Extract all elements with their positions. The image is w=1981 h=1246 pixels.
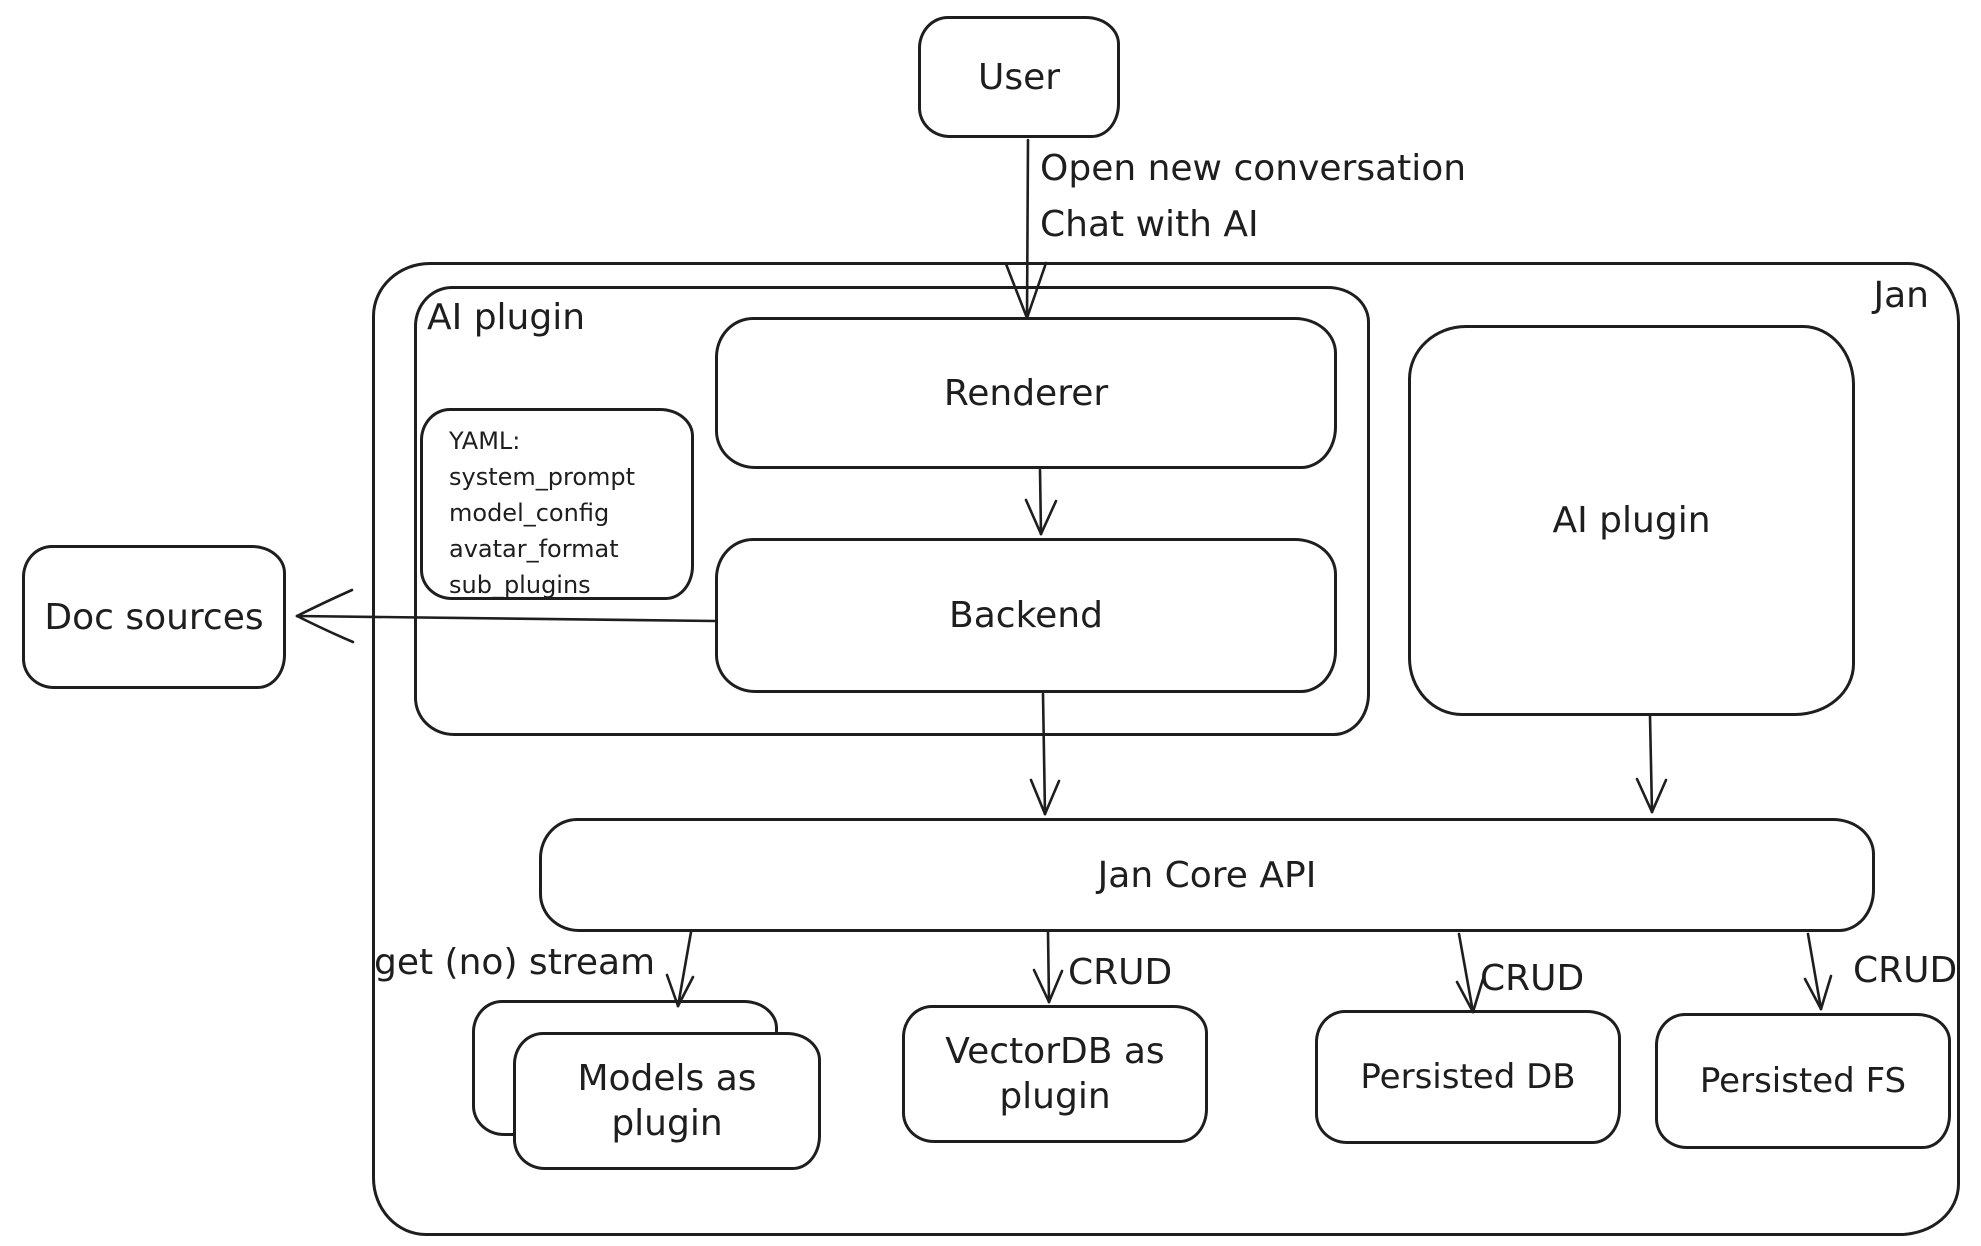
jan-container-label: Jan: [1873, 275, 1930, 316]
jan-container: Jan: [372, 262, 1960, 1236]
renderer-node-label: Renderer: [943, 372, 1109, 414]
get-no-stream-label: get (no) stream: [374, 942, 656, 983]
crud-persisted-db-label: CRUD: [1480, 958, 1585, 999]
models-plugin-node: Models as plugin: [513, 1032, 821, 1170]
crud-vectordb-label: CRUD: [1068, 952, 1173, 993]
backend-node-label: Backend: [949, 595, 1103, 636]
yaml-note: YAML: system_prompt model_config avatar_…: [420, 408, 694, 600]
doc-sources-node-label: Doc sources: [44, 596, 264, 638]
vectordb-plugin-node-label: VectorDB as plugin: [945, 1031, 1165, 1117]
persisted-db-node: Persisted DB: [1315, 1010, 1621, 1144]
yaml-note-line: sub_plugins: [449, 571, 591, 599]
yaml-note-line: YAML:: [449, 427, 521, 455]
jan-core-api-node-label: Jan Core API: [1097, 854, 1317, 896]
user-arrow-label-line1: Open new conversation: [1040, 148, 1467, 189]
crud-persisted-fs-label: CRUD: [1853, 950, 1958, 991]
vectordb-plugin-node: VectorDB as plugin: [902, 1005, 1208, 1143]
user-node: User: [918, 16, 1120, 138]
ai-plugin-node: AI plugin: [1408, 325, 1855, 716]
yaml-note-line: avatar_format: [449, 535, 619, 563]
yaml-note-line: system_prompt: [449, 463, 636, 491]
doc-sources-node: Doc sources: [22, 545, 286, 689]
persisted-fs-node: Persisted FS: [1655, 1013, 1951, 1149]
models-plugin-node-label: Models as plugin: [577, 1058, 757, 1144]
persisted-fs-node-label: Persisted FS: [1699, 1060, 1907, 1101]
ai-plugin-container-label: AI plugin: [427, 297, 586, 338]
persisted-db-node-label: Persisted DB: [1360, 1056, 1576, 1097]
user-node-label: User: [977, 56, 1061, 98]
renderer-node: Renderer: [715, 317, 1337, 469]
ai-plugin-node-label: AI plugin: [1552, 500, 1711, 541]
backend-node: Backend: [715, 538, 1337, 693]
user-arrow-label-line2: Chat with AI: [1040, 204, 1259, 245]
yaml-note-line: model_config: [449, 499, 610, 527]
jan-core-api-node: Jan Core API: [539, 818, 1875, 932]
ai-plugin-container: AI plugin: [414, 286, 1370, 736]
